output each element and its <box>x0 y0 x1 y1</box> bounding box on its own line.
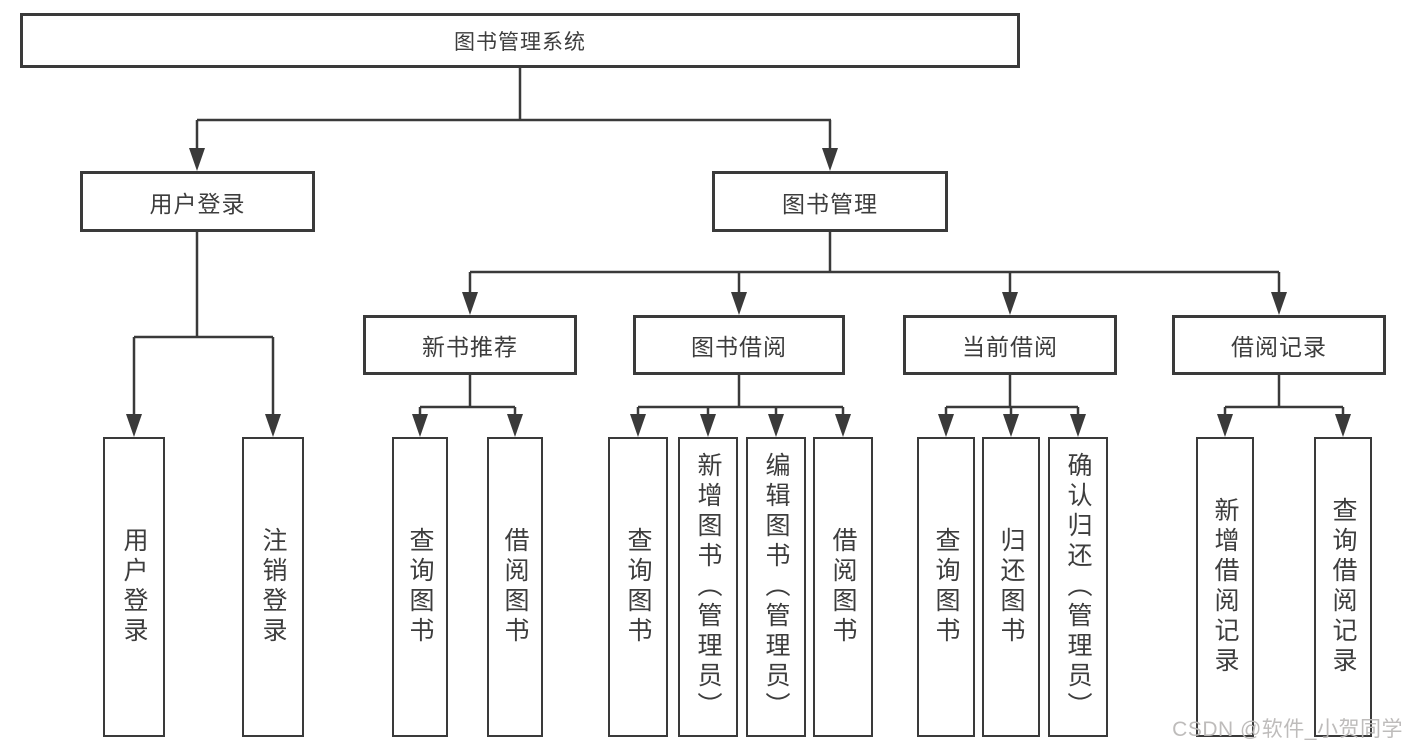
arrow-down-icon <box>412 414 428 437</box>
arrow-down-icon <box>731 292 747 315</box>
node-label: 注销登录 <box>259 527 287 647</box>
node-label: 编辑图书（管理员） <box>762 452 790 722</box>
node-leaf-query-books-current: 查询图书 <box>917 437 975 737</box>
node-leaf-add-borrow-record: 新增借阅记录 <box>1196 437 1254 737</box>
node-leaf-add-books-admin: 新增图书（管理员） <box>678 437 738 737</box>
node-label: 用户登录 <box>120 527 148 647</box>
arrowheads <box>126 148 1351 437</box>
node-label: 当前借阅 <box>962 334 1058 360</box>
node-label: 新增图书（管理员） <box>694 452 722 722</box>
arrow-down-icon <box>507 414 523 437</box>
node-leaf-borrow-books-rec: 借阅图书 <box>487 437 543 737</box>
node-label: 归还图书 <box>997 527 1025 647</box>
node-label: 借阅图书 <box>501 527 529 647</box>
node-book-borrowing: 图书借阅 <box>633 315 845 375</box>
node-user-login: 用户登录 <box>80 171 315 232</box>
csdn-watermark: CSDN @软件_小贺同学 <box>1172 718 1403 741</box>
arrow-down-icon <box>630 414 646 437</box>
arrow-down-icon <box>1003 414 1019 437</box>
node-leaf-return-books: 归还图书 <box>982 437 1040 737</box>
arrow-down-icon <box>768 414 784 437</box>
node-label: 用户登录 <box>149 190 246 217</box>
node-label: 查询图书 <box>932 527 960 647</box>
node-new-book-recommendation: 新书推荐 <box>363 315 577 375</box>
node-label: 借阅图书 <box>829 527 857 647</box>
node-library-management-system: 图书管理系统 <box>20 13 1020 68</box>
node-leaf-user-login: 用户登录 <box>103 437 165 737</box>
node-leaf-edit-books-admin: 编辑图书（管理员） <box>746 437 806 737</box>
arrow-down-icon <box>835 414 851 437</box>
node-leaf-query-borrow-record: 查询借阅记录 <box>1314 437 1372 737</box>
arrow-down-icon <box>462 292 478 315</box>
node-leaf-logout: 注销登录 <box>242 437 304 737</box>
node-label: 查询借阅记录 <box>1329 497 1357 677</box>
node-label: 新书推荐 <box>422 334 518 360</box>
arrow-down-icon <box>700 414 716 437</box>
node-label: 图书管理系统 <box>454 30 586 54</box>
node-label: 图书管理 <box>782 190 878 217</box>
node-label: 新增借阅记录 <box>1211 497 1239 677</box>
arrow-down-icon <box>1217 414 1233 437</box>
node-label: 查询图书 <box>624 527 652 647</box>
connector-path <box>132 68 1345 418</box>
node-current-borrowing: 当前借阅 <box>903 315 1117 375</box>
arrow-down-icon <box>1002 292 1018 315</box>
node-leaf-confirm-return-admin: 确认归还（管理员） <box>1048 437 1108 737</box>
arrow-down-icon <box>822 148 838 171</box>
node-borrowing-records: 借阅记录 <box>1172 315 1386 375</box>
arrow-down-icon <box>126 414 142 437</box>
arrow-down-icon <box>1271 292 1287 315</box>
arrow-down-icon <box>265 414 281 437</box>
node-leaf-query-books-rec: 查询图书 <box>392 437 448 737</box>
node-label: 查询图书 <box>406 527 434 647</box>
arrow-down-icon <box>938 414 954 437</box>
arrow-down-icon <box>1070 414 1086 437</box>
node-book-management: 图书管理 <box>712 171 948 232</box>
arrow-down-icon <box>189 148 205 171</box>
node-label: 确认归还（管理员） <box>1064 452 1092 722</box>
node-leaf-query-books-borrow: 查询图书 <box>608 437 668 737</box>
node-label: 图书借阅 <box>691 334 787 360</box>
node-label: 借阅记录 <box>1231 334 1327 360</box>
arrow-down-icon <box>1335 414 1351 437</box>
node-leaf-borrow-books: 借阅图书 <box>813 437 873 737</box>
